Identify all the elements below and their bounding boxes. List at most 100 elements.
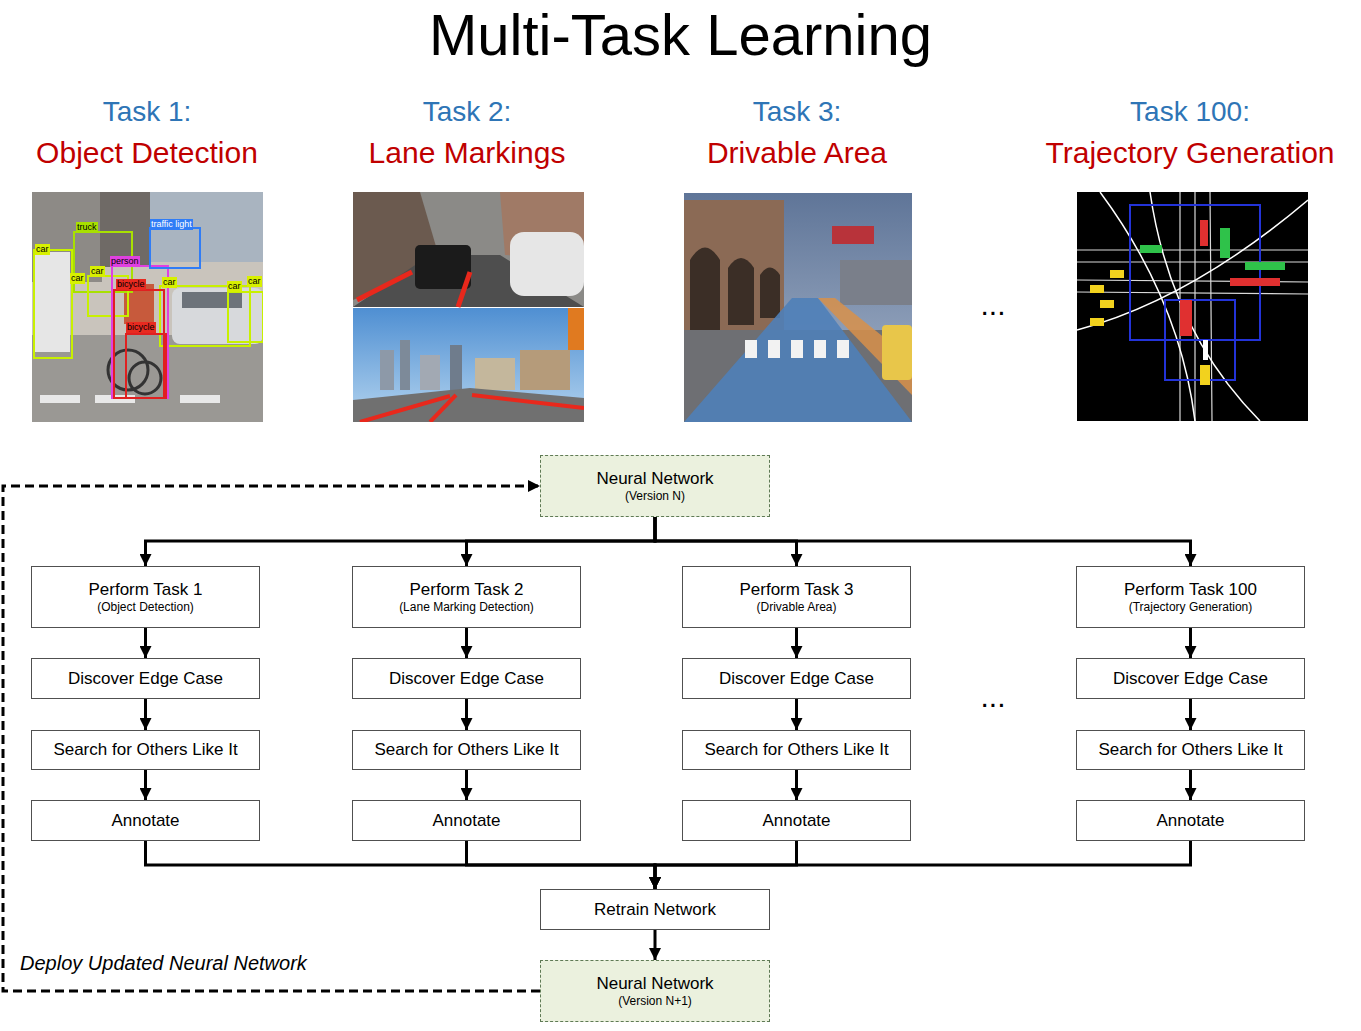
illustration-part	[520, 350, 570, 390]
task-name: Drivable Area	[707, 136, 887, 171]
illustration-part	[400, 340, 410, 390]
illustration-part	[568, 308, 584, 350]
illustration-part	[1130, 205, 1260, 340]
process-box: Annotate	[352, 800, 581, 841]
task-name: Lane Markings	[369, 136, 566, 171]
flow-arrow	[144, 628, 147, 658]
illustration-part	[684, 298, 912, 422]
process-box: Perform Task 3(Drivable Area)	[682, 566, 911, 628]
illustration-part	[684, 200, 784, 330]
detection-tag: car	[162, 277, 177, 288]
box-title: Search for Others Like It	[374, 739, 558, 760]
box-title: Neural Network	[596, 973, 713, 994]
flow-arrow	[146, 517, 656, 566]
detection-tag: truck	[76, 222, 98, 233]
process-box: Retrain Network	[540, 889, 770, 930]
flow-arrow	[465, 699, 468, 730]
illustration-part	[357, 272, 412, 300]
illustration-part	[458, 272, 470, 307]
flow-arrow	[655, 517, 1191, 566]
detection-tag: bicycle	[116, 279, 146, 290]
lane-marking-photos	[353, 192, 584, 422]
box-title: Discover Edge Case	[68, 668, 223, 689]
illustration-part	[1110, 270, 1124, 278]
box-title: Annotate	[111, 810, 179, 831]
ellipsis: ...	[980, 680, 1005, 715]
illustration-part	[745, 340, 757, 358]
flow-arrow	[1189, 628, 1192, 658]
task-number: Task 3:	[753, 96, 842, 128]
illustration-part	[768, 340, 780, 358]
box-title: Discover Edge Case	[1113, 668, 1268, 689]
ellipsis: ...	[980, 288, 1005, 323]
process-box: Perform Task 100(Trajectory Generation)	[1076, 566, 1305, 628]
task-number: Task 2:	[423, 96, 512, 128]
illustration-part	[126, 334, 166, 398]
illustration-part	[34, 250, 72, 358]
illustration-part	[34, 252, 70, 352]
illustration-part	[415, 245, 471, 289]
illustration-part	[114, 290, 164, 398]
task-name: Trajectory Generation	[1045, 136, 1334, 171]
flow-arrow	[654, 930, 657, 960]
illustration-part	[450, 345, 462, 390]
flow-arrow	[655, 841, 1191, 889]
illustration-part	[353, 388, 584, 422]
process-box: Search for Others Like It	[682, 730, 911, 770]
trajectory-view	[1077, 192, 1308, 421]
detection-tag: traffic light	[150, 219, 193, 230]
box-title: Search for Others Like It	[704, 739, 888, 760]
illustration-part	[1090, 285, 1104, 293]
illustration-part	[150, 192, 263, 262]
network-box: Neural Network(Version N+1)	[540, 960, 770, 1022]
object-detection-photo	[32, 192, 263, 422]
illustration-part	[1230, 278, 1280, 286]
illustration-part	[430, 395, 456, 422]
box-title: Annotate	[1156, 810, 1224, 831]
box-title: Discover Edge Case	[719, 668, 874, 689]
process-box: Perform Task 2(Lane Marking Detection)	[352, 566, 581, 628]
illustration-part	[690, 248, 720, 331]
box-title: Perform Task 1	[88, 579, 202, 600]
illustration-part	[728, 258, 754, 325]
flow-arrow	[465, 770, 468, 800]
box-title: Retrain Network	[594, 899, 716, 920]
box-title: Search for Others Like It	[53, 739, 237, 760]
illustration-part	[1090, 318, 1104, 326]
detection-tag: car	[70, 273, 85, 284]
flow-arrow	[467, 841, 656, 889]
flow-arrow	[795, 770, 798, 800]
illustration-part	[510, 232, 584, 296]
illustration-part	[882, 325, 912, 380]
box-title: Annotate	[762, 810, 830, 831]
illustration-part	[40, 395, 80, 403]
process-box: Discover Edge Case	[1076, 658, 1305, 699]
illustration-part	[1245, 262, 1285, 270]
illustration-part	[840, 260, 912, 305]
illustration-part	[380, 350, 394, 390]
illustration-part	[180, 395, 220, 403]
illustration-part	[100, 192, 150, 267]
illustration-part	[1203, 340, 1208, 360]
flow-arrow	[795, 699, 798, 730]
flow-arrow	[465, 628, 468, 658]
box-title: Perform Task 3	[739, 579, 853, 600]
illustration-part	[1180, 192, 1212, 421]
process-box: Annotate	[1076, 800, 1305, 841]
illustration-part	[1200, 220, 1208, 246]
illustration-part	[1100, 300, 1114, 308]
illustration-part	[420, 355, 440, 390]
illustration-part	[353, 308, 584, 422]
drivable-area-photo	[684, 193, 912, 422]
illustration-part	[1200, 365, 1210, 385]
detection-tag: car	[90, 266, 105, 277]
box-subtitle: (Version N)	[625, 489, 685, 504]
process-box: Search for Others Like It	[31, 730, 260, 770]
illustration-part	[475, 358, 515, 390]
illustration-part	[684, 193, 912, 422]
illustration-part	[472, 395, 584, 408]
illustration-part	[837, 340, 849, 358]
box-title: Neural Network	[596, 468, 713, 489]
illustration-part	[814, 340, 826, 358]
flow-arrow	[1189, 770, 1192, 800]
